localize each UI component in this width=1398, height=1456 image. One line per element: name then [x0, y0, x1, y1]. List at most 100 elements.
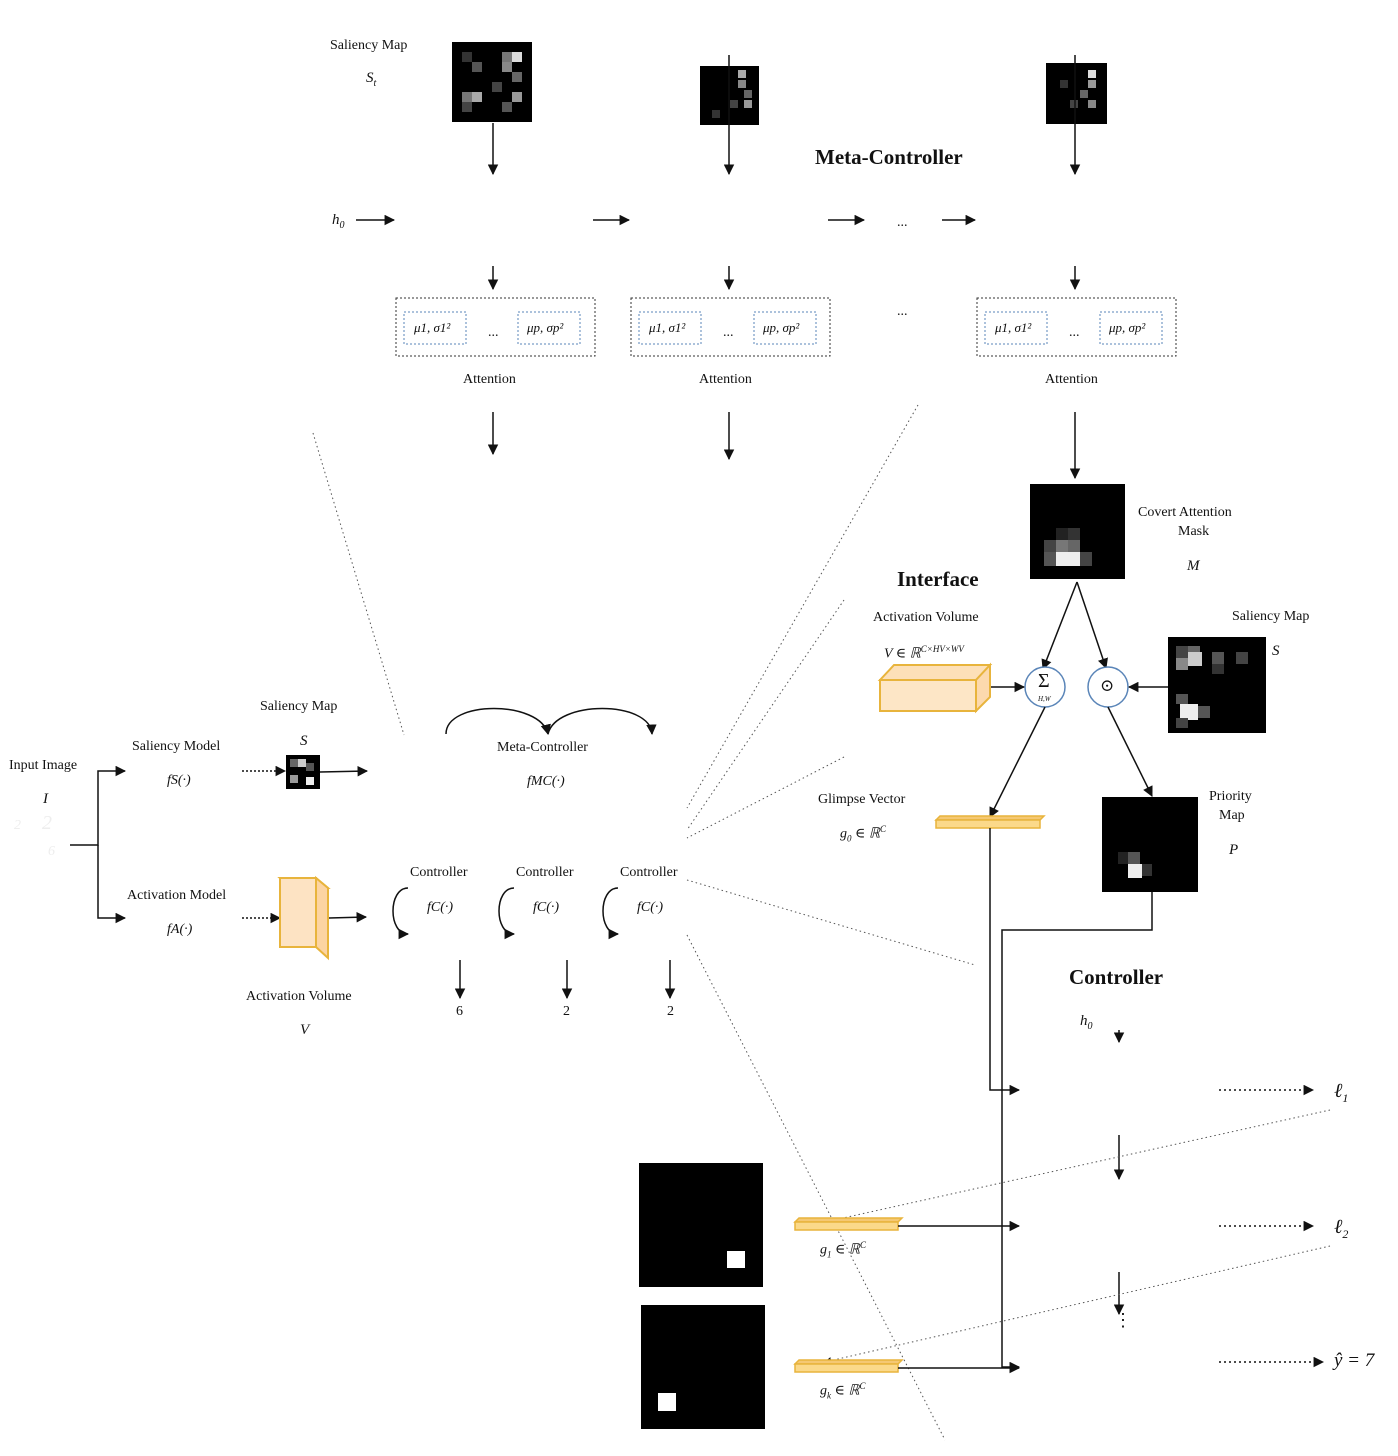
priority-map-line2: Map	[1219, 808, 1245, 823]
input-digit-1: 2	[14, 818, 21, 833]
covert-attention-mask-image	[1030, 484, 1125, 579]
gk-main: g	[820, 1383, 827, 1399]
dots-chip-2: ...	[723, 325, 734, 340]
priority-map-image	[1102, 797, 1198, 892]
mup-chip-2: μp, σp²	[763, 320, 800, 335]
odot-symbol: ⊙	[1100, 676, 1115, 695]
attention-label-1: Attention	[463, 372, 516, 387]
top-h0-sub: 0	[339, 220, 345, 231]
mup-chip-1: μp, σp²	[527, 320, 564, 335]
top-saliency-symbol-main: S	[366, 70, 374, 86]
g1-sup: C	[859, 1240, 866, 1250]
left-saliency-map-image	[286, 755, 320, 789]
mid-output-3: 2	[667, 1004, 674, 1019]
saliency-model-label: Saliency Model	[132, 739, 221, 754]
g0-formula: g0 ∈ ℝC	[840, 824, 886, 843]
mu1-chip-3: μ1, σ1²	[995, 320, 1032, 335]
g1-in-r: ∈ ℝ	[835, 1242, 860, 1258]
top-saliency-map-label: Saliency Map	[330, 38, 408, 53]
attention-label-3: Attention	[1045, 372, 1098, 387]
mid-meta-controller-fn: fMC(·)	[527, 774, 565, 789]
controller-h0-sub: 0	[1087, 1021, 1093, 1032]
g1-sub: 1	[827, 1249, 832, 1260]
mid-controller-3-label: Controller	[620, 865, 678, 880]
interface-v-sup: C×HV×WV	[920, 644, 964, 654]
controller-title: Controller	[1069, 965, 1164, 989]
input-image-symbol: I	[43, 791, 48, 807]
y-hat-output: ŷ = 7	[1334, 1350, 1375, 1371]
interface-v-formula: V ∈ ℝC×HV×WV	[884, 644, 964, 663]
mup-chip-3: μp, σp²	[1109, 320, 1146, 335]
mid-output-2: 2	[563, 1004, 570, 1019]
mid-controller-1-fn: fC(·)	[427, 900, 454, 915]
attention-ellipsis: ...	[897, 304, 908, 319]
covert-attention-title-line1: Covert Attention	[1138, 505, 1232, 520]
gk-in-r: ∈ ℝ	[834, 1383, 860, 1399]
loss-2-sub: 2	[1342, 1227, 1349, 1241]
top-h0-label: h0	[332, 212, 345, 231]
activation-model-fn: fA(·)	[167, 922, 193, 937]
interface-saliency-map-label: Saliency Map	[1232, 609, 1310, 624]
interface-title: Interface	[897, 567, 979, 591]
g1-formula: g1 ∈ ℝC	[820, 1240, 866, 1259]
g1-main: g	[820, 1242, 827, 1258]
loss-1: ℓ1	[1334, 1080, 1348, 1106]
glimpse-vector-gk-shape	[793, 1359, 904, 1373]
mask-symbol: M	[1187, 558, 1200, 574]
controller-h0: h0	[1080, 1013, 1093, 1032]
g0-in-r: ∈ ℝ	[855, 826, 880, 842]
interface-v-main: V ∈ ℝ	[884, 646, 921, 662]
top-saliency-map-image-3	[1046, 63, 1107, 124]
top-saliency-map-image	[452, 42, 532, 122]
loss-2-main: ℓ	[1334, 1216, 1343, 1238]
priority-map-line1: Priority	[1209, 789, 1252, 804]
left-saliency-symbol: S	[300, 733, 308, 749]
gk-sub: k	[827, 1390, 831, 1401]
mid-controller-1-label: Controller	[410, 865, 468, 880]
input-digit-2: 2	[42, 812, 52, 834]
activation-model-label: Activation Model	[127, 888, 227, 903]
mid-controller-2-fn: fC(·)	[533, 900, 560, 915]
dots-chip-3: ...	[1069, 325, 1080, 340]
interface-activation-volume-shape	[877, 662, 993, 714]
glimpse-location-image-1	[639, 1163, 763, 1287]
top-saliency-symbol: St	[366, 70, 376, 89]
input-image-label: Input Image	[9, 758, 78, 773]
left-activation-volume-shape	[277, 875, 331, 961]
glimpse-vector-g0-shape	[934, 815, 1046, 829]
left-saliency-map-label: Saliency Map	[260, 699, 338, 714]
meta-controller-title: Meta-Controller	[815, 145, 963, 169]
dots-chip-1: ...	[488, 325, 499, 340]
glimpse-vector-label: Glimpse Vector	[818, 792, 906, 807]
left-activation-symbol: V	[300, 1022, 310, 1038]
mid-controller-3-fn: fC(·)	[637, 900, 664, 915]
mid-meta-controller-label: Meta-Controller	[497, 740, 588, 755]
loss-2: ℓ2	[1334, 1216, 1348, 1242]
sum-subscript: H,W	[1038, 695, 1051, 703]
mid-controller-2-label: Controller	[516, 865, 574, 880]
loss-1-sub: 1	[1342, 1091, 1349, 1105]
interface-s-symbol: S	[1272, 643, 1280, 659]
interface-activation-volume-label: Activation Volume	[873, 610, 979, 625]
gk-formula: gk ∈ ℝC	[820, 1381, 865, 1400]
top-h0-main: h	[332, 212, 340, 228]
controller-h0-main: h	[1080, 1013, 1088, 1029]
g0-main: g	[840, 826, 847, 842]
g0-sup: C	[879, 824, 886, 834]
controller-dots: ⋮	[1114, 1310, 1132, 1330]
gk-sup: C	[859, 1381, 866, 1391]
glimpse-vector-g1-shape	[793, 1217, 904, 1231]
sum-symbol: Σ	[1038, 670, 1050, 692]
mu1-chip-2: μ1, σ1²	[649, 320, 686, 335]
saliency-model-fn: fS(·)	[167, 773, 191, 788]
priority-map-symbol: P	[1229, 842, 1239, 858]
loss-1-main: ℓ	[1334, 1080, 1343, 1102]
attention-label-2: Attention	[699, 372, 752, 387]
g0-sub: 0	[847, 833, 852, 844]
top-gru-ellipsis: ...	[897, 215, 908, 230]
glimpse-location-image-k	[641, 1305, 765, 1429]
covert-attention-title-line2: Mask	[1178, 524, 1210, 539]
mid-output-1: 6	[456, 1004, 463, 1019]
left-activation-volume-label: Activation Volume	[246, 989, 352, 1004]
